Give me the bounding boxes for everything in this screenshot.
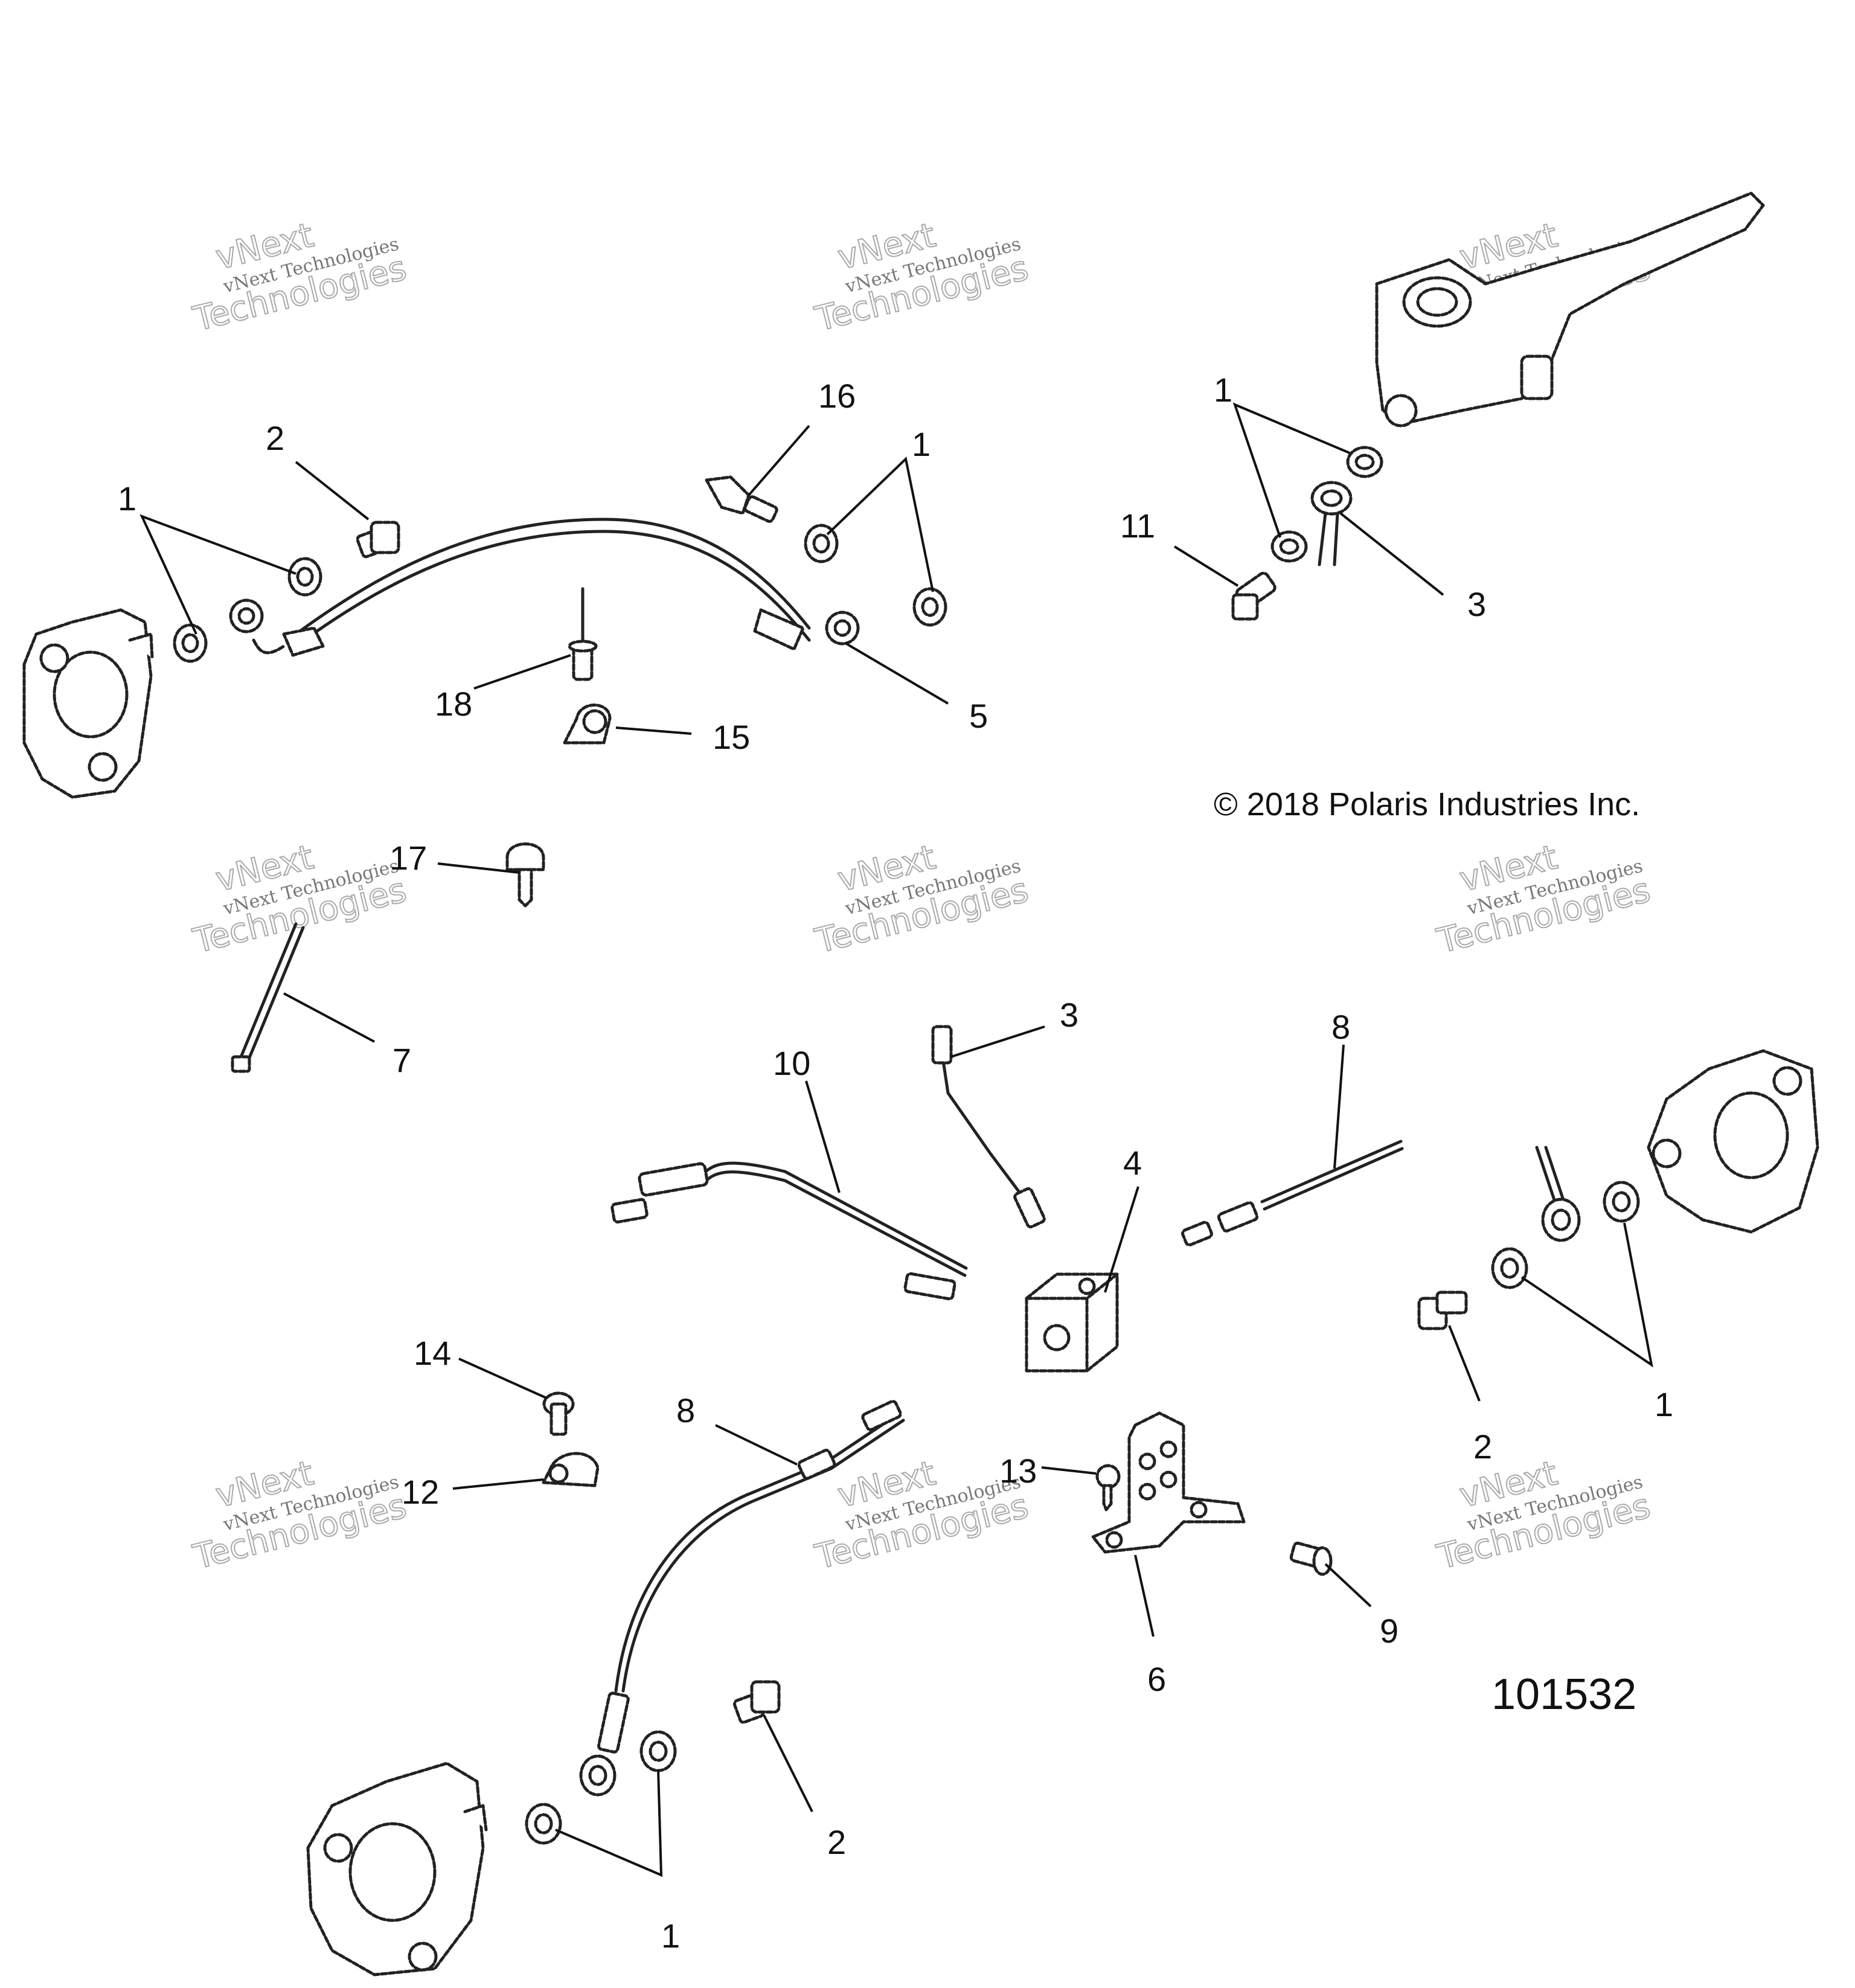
brake-line-8-bottom [614,1400,905,1693]
brake-hose-top [229,518,860,657]
copyright-notice: © 2018 Polaris Industries Inc. [1214,786,1640,822]
callout-1: 1 [1655,1385,1673,1423]
watermark-6: vNext vNext Technologies Technologies [1433,837,1655,962]
watermark-8: vNext vNext Technologies Technologies [811,1453,1033,1578]
callout-1: 1 [661,1917,680,1955]
callout-2: 2 [1473,1428,1492,1466]
watermark-1: vNext vNext Technologies Technologies [189,215,411,340]
callout-5: 5 [969,697,988,735]
sealing-washer-bottom-2 [525,1803,562,1845]
callout-3: 3 [1467,585,1486,623]
callout-18: 18 [435,685,472,723]
brake-caliper-bottom-left [306,1762,488,1977]
sealing-washer-top-1 [287,557,322,597]
sealing-washer-top-3 [804,524,839,563]
watermark-5: vNext vNext Technologies Technologies [811,837,1033,962]
banjo-fitting-right [1535,1146,1581,1242]
banjo-fitting-top [1310,481,1353,566]
callout-12: 12 [402,1473,439,1511]
hose-clamp-12 [542,1452,600,1487]
watermark-2: vNext vNext Technologies Technologies [811,215,1033,340]
callout-16: 16 [818,377,856,415]
callout-3: 3 [1060,996,1078,1034]
callout-17: 17 [389,839,427,877]
callout-2: 2 [266,419,284,457]
callout-7: 7 [392,1041,411,1079]
watermark-9: vNext vNext Technologies Technologies [1433,1453,1655,1578]
sealing-washer-bottom-1 [639,1730,677,1772]
callout-9: 9 [1380,1612,1398,1650]
hose-clamp-15 [563,704,612,745]
callout-14: 14 [414,1334,451,1372]
brake-caliper-top-left [22,608,154,799]
rivet-9 [1289,1541,1333,1576]
callout-8: 8 [1331,1008,1350,1046]
sealing-washer-top-4 [912,587,947,627]
brake-caliper-right [1647,1049,1819,1234]
master-cylinder-with-lever [1375,191,1765,428]
callout-4: 4 [1123,1144,1142,1182]
brake-line-middle [931,1025,1046,1229]
sealing-washer-right-1 [1603,1181,1640,1223]
line-clip-17 [505,842,545,908]
callout-1: 1 [118,479,136,518]
junction-block-bracket [1091,1411,1246,1554]
brake-junction-block [1025,1272,1119,1373]
brake-line-8-right [1181,1140,1404,1246]
bolt-14 [542,1391,575,1436]
banjo-bolt-top [356,521,400,559]
sealing-washer-right-2 [1491,1247,1528,1289]
callout-15: 15 [713,718,750,756]
screw-13 [1095,1464,1121,1512]
callout-2: 2 [827,1823,846,1861]
sealing-washer-mc-2 [1270,530,1308,563]
cable-tie [231,922,305,1073]
brake-line-10 [610,1161,968,1301]
callout-1: 1 [912,425,931,463]
watermark-4: vNext vNext Technologies Technologies [189,837,411,962]
banjo-fitting-bottom [579,1691,630,1797]
callout-11: 11 [1120,507,1155,545]
push-rivet [568,587,598,681]
sealing-washer-top-2 [173,623,208,663]
callout-8: 8 [676,1391,695,1429]
banjo-bolt-right [1417,1291,1468,1330]
sealing-washer-mc-1 [1346,446,1383,478]
callout-10: 10 [773,1044,810,1082]
banjo-bolt-bottom [732,1680,781,1724]
callout-1: 1 [1214,371,1232,409]
callout-labels: 1 2 16 1 18 15 5 1 11 3 17 7 10 3 8 4 1 … [118,371,1673,1955]
callout-6: 6 [1147,1660,1166,1698]
callout-13: 13 [999,1452,1037,1490]
watermark-7: vNext vNext Technologies Technologies [189,1453,411,1578]
banjo-bolt-11 [1231,571,1277,621]
figure-number: 101532 [1491,1670,1636,1719]
leader-lines [139,402,1653,1877]
brake-pressure-switch [705,475,778,523]
